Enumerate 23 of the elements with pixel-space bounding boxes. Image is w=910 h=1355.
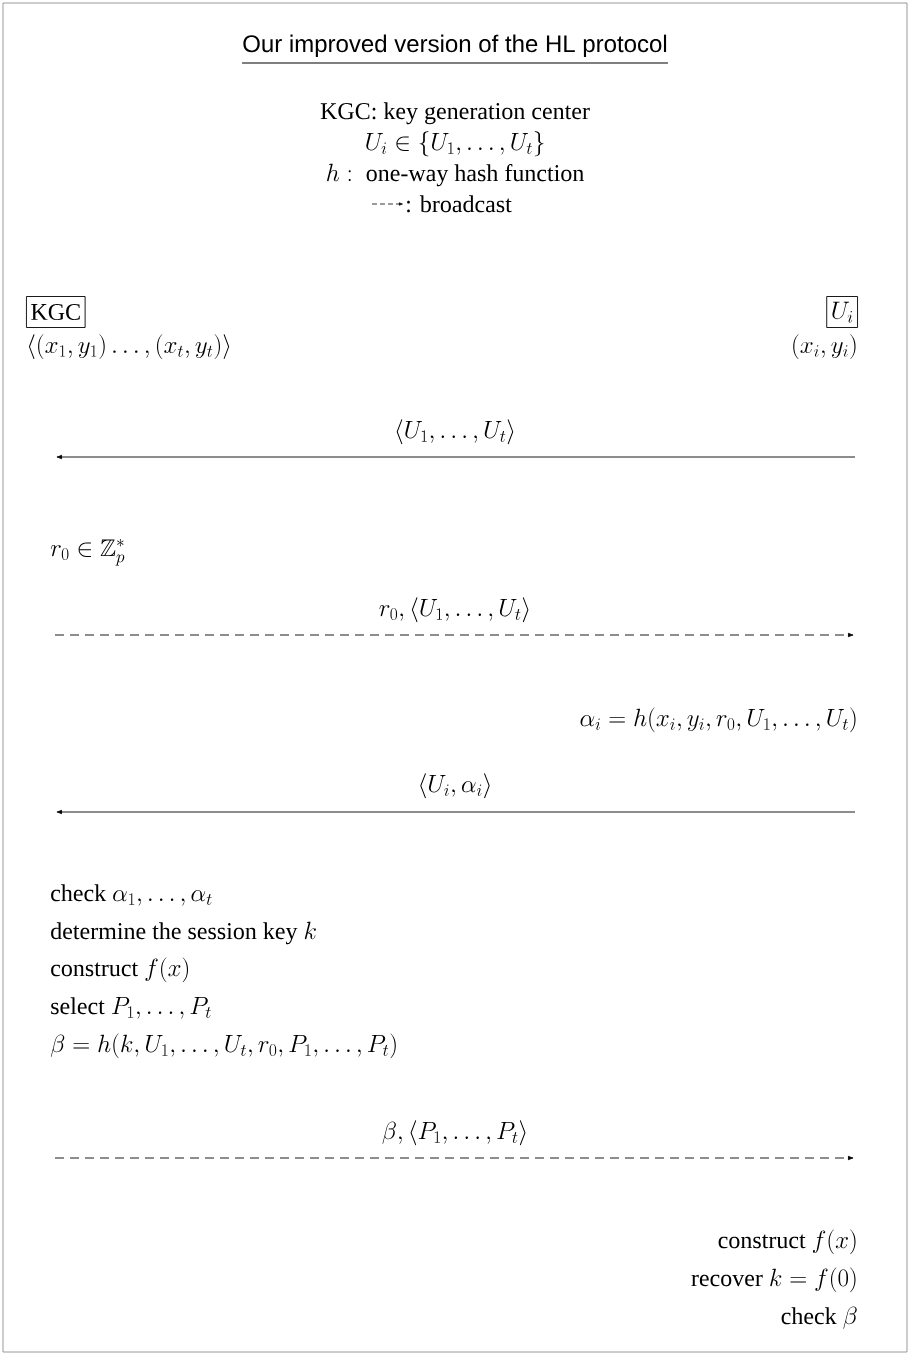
formula-text: $U_i \in \{U_1, \ldots, U_t\}$ [366,131,544,157]
step-text: $\text{check } \beta$ [781,1306,857,1329]
formula-text: $\alpha_i = h(x_i, y_i, r_0, U_1, \ldots, U_t)$ [580,707,856,733]
legend-text: : broadcast [407,195,512,213]
title: Our improved version of the HL protocol [243,34,667,57]
message-label: $r_0, \langle U_1, \ldots, U_t\rangle$ [379,597,529,623]
secret-list: $\langle (x_1, y_1) \ldots, (x_t, y_t)\rangle$ [28,334,230,360]
formula-text: $\beta = h(k, U_1, \ldots, U_t, r_0, P_1, \ldots, P_t)$ [50,1033,396,1059]
participant-box: $U_i$ [826,296,858,328]
step-text: $\text{select } P_1, \ldots, P_t$ [51,997,211,1019]
note-text: $\text{KGC: key generation center}$ [320,102,590,125]
formula-text: $r_0 \in \mathbb{Z}_p^*$ [50,538,125,566]
message-label: $\beta, \langle P_1, \ldots, P_t\rangle$ [382,1120,526,1146]
step-text: $\text{check } \alpha_1, \ldots, \alpha_t$ [51,884,212,906]
participant-box: KGC [26,296,86,328]
step-text: $\text{determine the session key } k$ [51,921,316,945]
step-text: $\text{recover } k = f(0)$ [691,1267,856,1293]
secret-list: $(x_i, y_i)$ [793,334,856,360]
note-text: $h:\ \text{one-way hash function}$ [327,163,584,187]
step-text: $\text{construct } f(x)$ [718,1229,856,1255]
step-text: $\text{construct } f(x)$ [51,957,189,983]
message-label: $\langle U_i, \alpha_i\rangle$ [420,773,490,799]
message-label: $\langle U_1, \ldots, U_t\rangle$ [396,419,514,445]
